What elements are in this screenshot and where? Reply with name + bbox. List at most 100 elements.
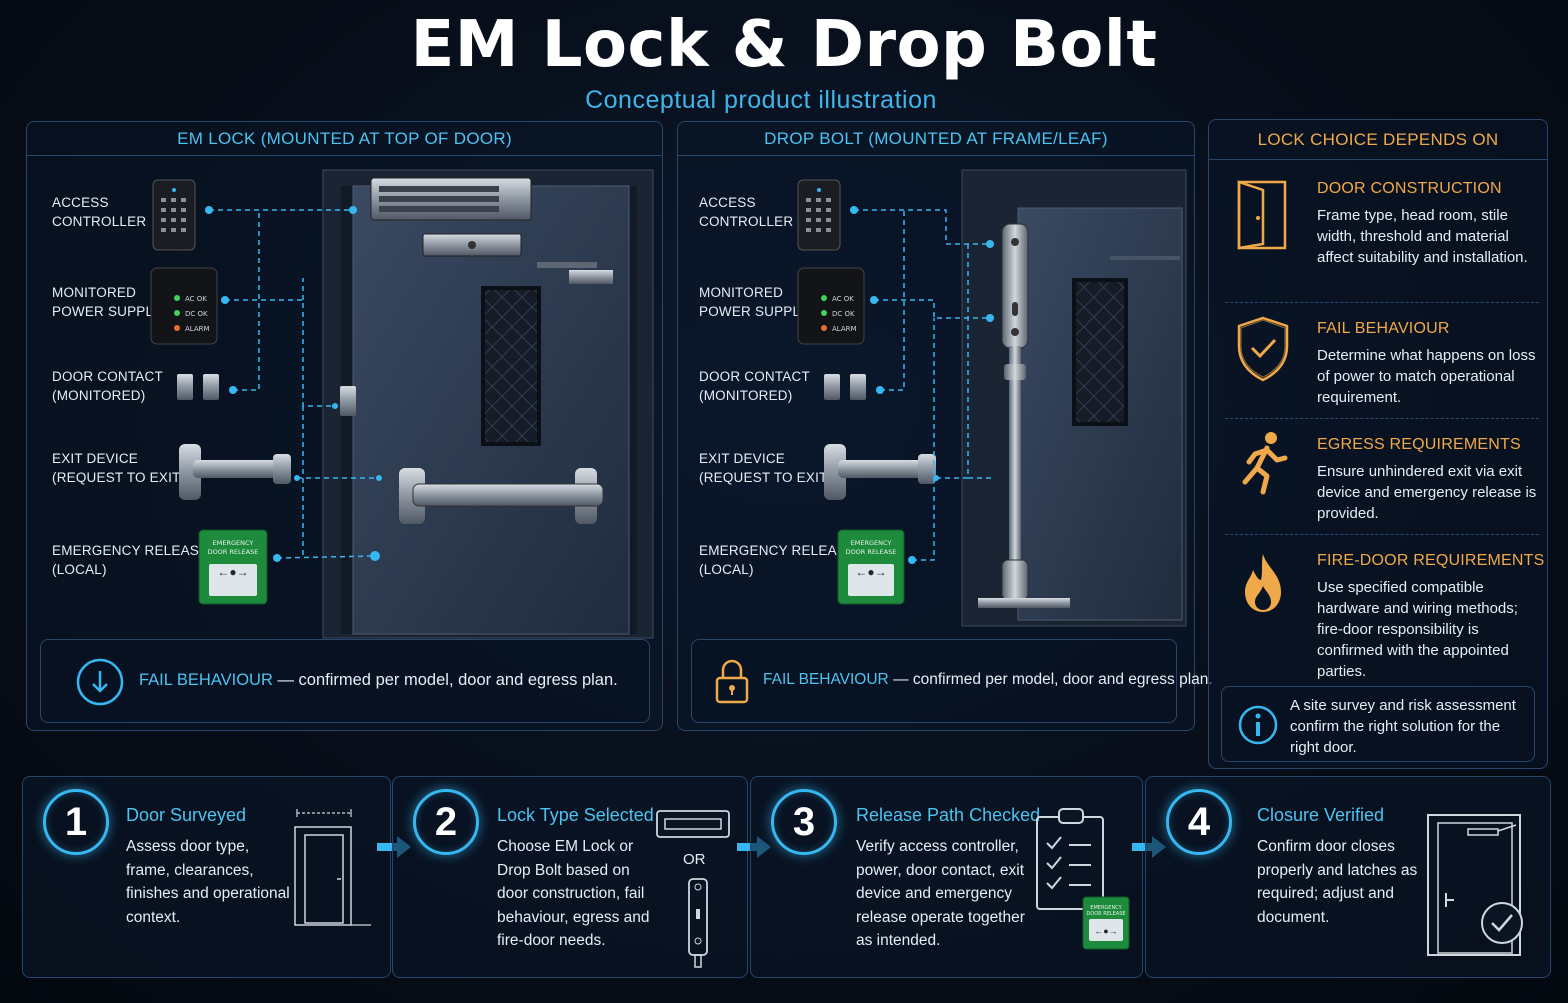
- factor-title: FIRE-DOOR REQUIREMENTS: [1317, 552, 1545, 569]
- step-number: 4: [1166, 789, 1232, 855]
- step-title: Closure Verified: [1257, 805, 1385, 825]
- power-supply-device: AC OK DC OK ALARM: [150, 267, 218, 345]
- step-title: Lock Type Selected: [497, 805, 654, 825]
- access-controller-device: [152, 179, 196, 251]
- page-title: EM Lock & Drop Bolt: [410, 8, 1158, 82]
- release-arrows: ←●→: [217, 565, 248, 579]
- step-number: 1: [43, 789, 109, 855]
- release-text: EMERGENCY: [1090, 905, 1122, 911]
- exit-device: [824, 444, 936, 500]
- armature-plate: [422, 233, 522, 257]
- db-fail-text: FAIL BEHAVIOUR — confirmed per model, do…: [763, 671, 1213, 689]
- arrow-down-circle-icon: [76, 658, 124, 706]
- wiring: [854, 209, 992, 561]
- door-frame-icon: [294, 809, 371, 926]
- drop-bolt-heading: DROP BOLT (MOUNTED AT FRAME/LEAF): [678, 122, 1194, 156]
- door-closer: [537, 262, 613, 284]
- lock-choice-heading: LOCK CHOICE DEPENDS ON: [1209, 120, 1547, 160]
- release-text: DOOR RELEASE: [846, 548, 897, 556]
- release-text: EMERGENCY: [213, 539, 254, 547]
- wiring-nodes: [850, 206, 994, 564]
- release-arrows: ←●→: [1094, 926, 1117, 936]
- door-contact-label: DOOR CONTACT (MONITORED): [699, 369, 810, 403]
- step-number: 3: [771, 789, 837, 855]
- drop-bolt-body: [978, 223, 1070, 608]
- em-lock-panel: EM LOCK (MOUNTED AT TOP OF DOOR) ACCESS …: [26, 121, 663, 731]
- step-desc: Assess door type, frame, clearances, fin…: [126, 838, 290, 926]
- release-text: EMERGENCY: [851, 539, 892, 547]
- step-1: 1 Door Surveyed Assess door type, frame,…: [22, 776, 391, 978]
- divider: [1225, 418, 1539, 419]
- wiring-nodes: [205, 206, 382, 562]
- fail-rest: — confirmed per model, door and egress p…: [272, 671, 618, 689]
- psu-led-label: DC OK: [832, 310, 855, 318]
- psu-led-label: AC OK: [185, 295, 207, 303]
- emergency-release-device: ←●→ EMERGENCY DOOR RELEASE: [198, 529, 268, 605]
- door-closed-check-icon: [1427, 814, 1523, 956]
- em-lock-illustration: AC OK DC OK ALARM ←●→ EMERGENCY DOOR REL…: [150, 169, 654, 639]
- vision-panel: [481, 286, 541, 446]
- door-contact-label: DOOR CONTACT (MONITORED): [52, 369, 163, 403]
- factor-desc: Ensure unhindered exit via exit device a…: [1317, 463, 1537, 522]
- site-survey-note: A site survey and risk assessment confir…: [1221, 686, 1535, 762]
- step-title: Door Surveyed: [126, 805, 247, 825]
- emergency-release-label: EMERGENCY RELEASE (LOCAL): [52, 543, 209, 577]
- wiring: [209, 209, 379, 559]
- step-desc: Choose EM Lock or Drop Bolt based on doo…: [497, 838, 650, 949]
- em-fail-text: FAIL BEHAVIOUR — confirmed per model, do…: [139, 671, 618, 690]
- em-magnet: [370, 177, 532, 221]
- checklist-icon: ←●→ EMERGENCY DOOR RELEASE: [1036, 808, 1130, 950]
- fail-rest: — confirmed per model, door and egress p…: [888, 671, 1213, 688]
- psu-led-label: AC OK: [832, 295, 854, 303]
- release-text: DOOR RELEASE: [208, 548, 259, 556]
- running-person-icon: [1242, 432, 1288, 495]
- or-label: OR: [683, 851, 706, 868]
- factor-title: DOOR CONSTRUCTION: [1317, 180, 1502, 197]
- door-contact-device: [824, 374, 866, 400]
- shield-check-icon: [1237, 316, 1289, 382]
- drop-bolt-panel: DROP BOLT (MOUNTED AT FRAME/LEAF) ACCESS…: [677, 121, 1213, 731]
- exit-device-label: EXIT DEVICE (REQUEST TO EXIT): [52, 451, 186, 485]
- psu-led-label: ALARM: [832, 325, 857, 333]
- em-lock-icon: [656, 810, 730, 838]
- power-supply-device: AC OK DC OK ALARM: [797, 267, 865, 345]
- em-fail-behaviour-box: FAIL BEHAVIOUR — confirmed per model, do…: [40, 639, 650, 723]
- drop-bolt-icon: [688, 878, 708, 968]
- door-contact-device: [177, 374, 356, 416]
- factor-title: FAIL BEHAVIOUR: [1317, 320, 1450, 337]
- release-arrows: ←●→: [855, 565, 886, 579]
- panic-bar: [399, 468, 604, 524]
- psu-led-label: ALARM: [185, 325, 210, 333]
- flame-icon: [1245, 554, 1281, 612]
- psu-led-label: DC OK: [185, 310, 208, 318]
- access-controller-label: ACCESS CONTROLLER: [699, 195, 794, 229]
- step-2: 2 Lock Type Selected Choose EM Lock or D…: [392, 776, 748, 978]
- step-desc: Verify access controller, power, door co…: [856, 838, 1025, 949]
- power-supply-label: MONITORED POWER SUPPLY: [52, 285, 162, 319]
- access-controller-label: ACCESS CONTROLLER: [52, 195, 147, 229]
- divider: [1225, 302, 1539, 303]
- fail-key: FAIL BEHAVIOUR: [763, 671, 889, 688]
- step-4: 4 Closure Verified Confirm door closes p…: [1145, 776, 1551, 978]
- divider: [1225, 534, 1539, 535]
- page-subtitle: Conceptual product illustration: [585, 86, 937, 114]
- info-text: A site survey and risk assessment confir…: [1290, 697, 1516, 756]
- fail-key: FAIL BEHAVIOUR: [139, 671, 273, 689]
- factor-desc: Frame type, head room, stile width, thre…: [1317, 207, 1528, 266]
- factor-desc: Determine what happens on loss of power …: [1317, 347, 1536, 406]
- info-icon: [1238, 705, 1278, 745]
- exit-device-label: EXIT DEVICE (REQUEST TO EXIT): [699, 451, 833, 485]
- emergency-release-device: ←●→ EMERGENCY DOOR RELEASE: [837, 529, 905, 605]
- access-controller-device: [797, 179, 841, 251]
- factor-title: EGRESS REQUIREMENTS: [1317, 436, 1521, 453]
- power-supply-label: MONITORED POWER SUPPLY: [699, 285, 809, 319]
- factor-desc: Use specified compatible hardware and wi…: [1317, 579, 1518, 680]
- vision-panel: [1072, 278, 1128, 426]
- step-title: Release Path Checked: [856, 805, 1041, 825]
- lock-choice-panel: LOCK CHOICE DEPENDS ON DOOR CONSTRUCTION…: [1208, 119, 1548, 769]
- db-fail-behaviour-box: FAIL BEHAVIOUR — confirmed per model, do…: [691, 639, 1213, 723]
- drop-bolt-illustration: AC OK DC OK ALARM ←●→ EMERGENCY DOOR REL…: [797, 169, 1187, 627]
- release-text: DOOR RELEASE: [1086, 911, 1125, 917]
- step-number: 2: [413, 789, 479, 855]
- door-icon: [1237, 180, 1287, 250]
